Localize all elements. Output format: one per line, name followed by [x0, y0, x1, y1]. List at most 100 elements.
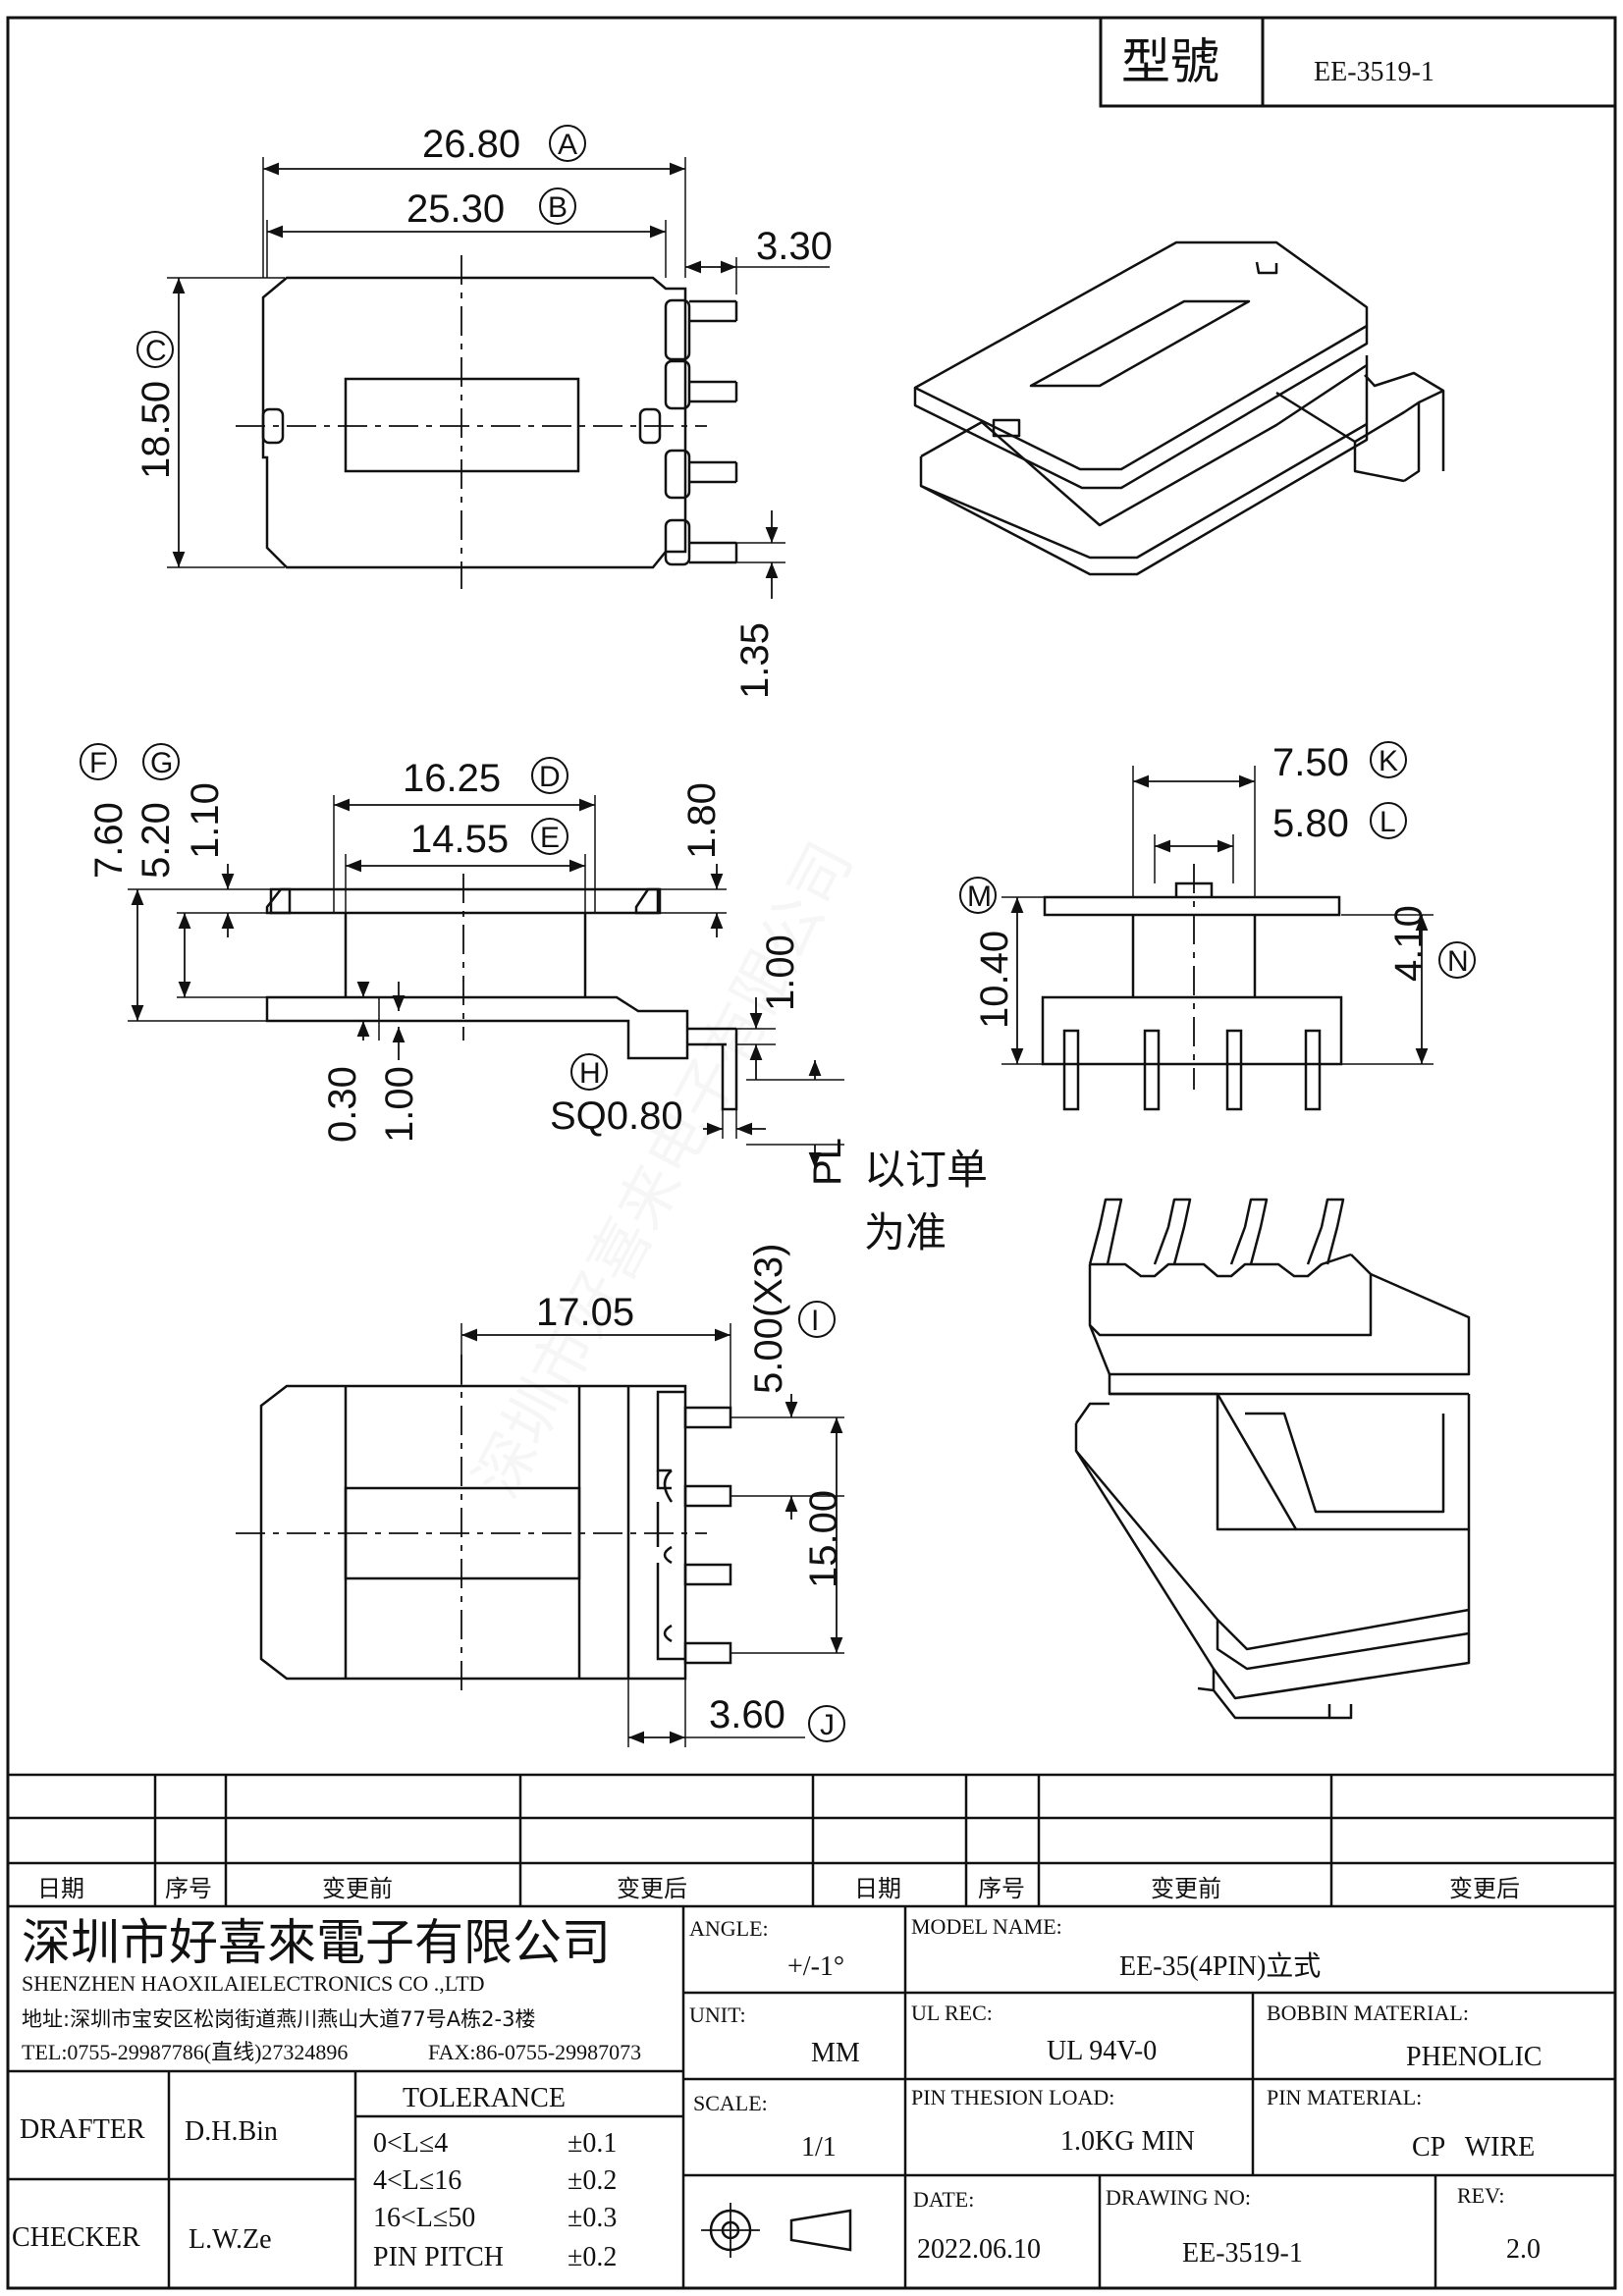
unit-value: MM	[811, 2038, 860, 2068]
dim-B-circle: B	[548, 191, 568, 224]
top-view	[167, 157, 830, 599]
dim-1-10: 1.10	[184, 782, 227, 859]
model-name-label: MODEL NAME:	[911, 1914, 1062, 1939]
company-tel: TEL:0755-29987786(直线)27324896	[22, 2040, 348, 2064]
drawing-no-value: EE-3519-1	[1182, 2238, 1303, 2269]
pl-note-1: 以订单	[864, 1146, 988, 1194]
dim-1-35: 1.35	[733, 622, 777, 699]
dim-M-circle: M	[967, 881, 992, 913]
dim-PL: PL	[806, 1138, 849, 1186]
dim-pin-length-top: 3.30	[756, 225, 833, 268]
drafter-value: D.H.Bin	[185, 2116, 278, 2147]
dim-I-circle: I	[811, 1305, 819, 1337]
dim-J-circle: J	[820, 1709, 835, 1741]
rev-header-seq-2: 序号	[978, 1875, 1025, 1902]
iso-view-bottom	[1074, 1198, 1471, 1720]
front-view	[128, 795, 844, 1168]
dim-17-05: 17.05	[536, 1291, 634, 1334]
dim-15-00: 15.00	[802, 1490, 845, 1588]
dim-C-circle: C	[145, 335, 167, 367]
rev-header-date-2: 日期	[854, 1875, 901, 1902]
company-fax: FAX:86-0755-29987073	[428, 2040, 641, 2064]
company-name-en: SHENZHEN HAOXILAIELECTRONICS CO .,LTD	[22, 1971, 485, 1996]
dim-N: 4.10	[1387, 905, 1431, 982]
model-label: 型號	[1121, 33, 1219, 90]
checker-label: CHECKER	[12, 2222, 140, 2253]
dim-E: 14.55	[410, 818, 509, 861]
revision-table	[8, 1773, 1615, 1908]
dim-G-circle: G	[150, 747, 173, 779]
date-value: 2022.06.10	[917, 2234, 1041, 2265]
tolerance-value-3: ±0.3	[568, 2203, 617, 2233]
sheet-border	[6, 16, 1617, 2290]
tolerance-value-4: ±0.2	[568, 2242, 617, 2272]
pin-material-value: CP WIRE	[1412, 2132, 1535, 2163]
dim-F: 7.60	[87, 802, 131, 879]
dim-A: 26.80	[422, 123, 520, 166]
ul-label: UL REC:	[911, 2001, 993, 2025]
dim-D: 16.25	[403, 757, 501, 800]
dim-L: 5.80	[1272, 802, 1349, 845]
dim-1-00-a: 1.00	[759, 934, 802, 1011]
side-view	[1001, 766, 1434, 1111]
dim-A-circle: A	[558, 129, 577, 161]
drafter-label: DRAFTER	[20, 2114, 145, 2145]
scale-label: SCALE:	[693, 2091, 768, 2115]
title-block-grid	[8, 1906, 1615, 2288]
rev-header-before-2: 变更前	[1151, 1875, 1221, 1902]
dim-E-circle: E	[540, 822, 560, 854]
rev-header-after-2: 变更后	[1449, 1875, 1520, 1902]
tolerance-value-1: ±0.1	[568, 2128, 617, 2159]
bobbin-material-label: BOBBIN MATERIAL:	[1267, 2001, 1469, 2025]
scale-value: 1/1	[801, 2132, 837, 2163]
tolerance-range-2: 4<L≤16	[373, 2165, 461, 2196]
projection-symbol	[701, 2203, 852, 2258]
tolerance-title: TOLERANCE	[403, 2083, 566, 2113]
date-label: DATE:	[913, 2187, 974, 2212]
dim-K-circle: K	[1379, 745, 1398, 777]
dim-D-circle: D	[539, 761, 561, 793]
dim-C: 18.50	[135, 381, 178, 479]
rev-header-after-1: 变更后	[617, 1875, 687, 1902]
rev-header-before-1: 变更前	[322, 1875, 393, 1902]
dim-N-circle: N	[1447, 945, 1469, 978]
ul-value: UL 94V-0	[1047, 2036, 1157, 2066]
angle-value: +/-1°	[787, 1951, 844, 1982]
model-name-value: EE-35(4PIN)立式	[1119, 1950, 1321, 1982]
tolerance-range-1: 0<L≤4	[373, 2128, 448, 2159]
rev-header-seq-1: 序号	[165, 1875, 212, 1902]
company-name-cn: 深圳市好喜來電子有限公司	[22, 1914, 611, 1971]
tolerance-range-4: PIN PITCH	[373, 2242, 504, 2272]
drawing-no-label: DRAWING NO:	[1106, 2185, 1251, 2210]
dim-M: 10.40	[973, 931, 1016, 1029]
rev-header-date-1: 日期	[37, 1875, 84, 1902]
checker-value: L.W.Ze	[189, 2224, 272, 2255]
dim-1-00-b: 1.00	[378, 1066, 421, 1143]
dim-J: 3.60	[709, 1693, 785, 1736]
pin-material-label: PIN MATERIAL:	[1267, 2085, 1422, 2109]
pl-note-2: 为准	[864, 1208, 947, 1256]
dim-K: 7.50	[1272, 741, 1349, 784]
dim-I: 5.00(X3)	[747, 1244, 790, 1394]
dim-H-circle: H	[579, 1057, 601, 1090]
tolerance-value-2: ±0.2	[568, 2165, 617, 2196]
model-number: EE-3519-1	[1314, 57, 1434, 87]
pin-tension-label: PIN THESION LOAD:	[911, 2085, 1114, 2109]
model-header-box: 型號 EE-3519-1	[1099, 16, 1617, 108]
bobbin-material-value: PHENOLIC	[1406, 2042, 1542, 2072]
dim-G: 5.20	[135, 802, 178, 879]
iso-view-top	[913, 240, 1445, 576]
dim-B: 25.30	[406, 187, 505, 231]
company-address: 地址:深圳市宝安区松岗街道燕川燕山大道77号A栋2-3楼	[22, 2007, 535, 2031]
rev-label: REV:	[1457, 2183, 1504, 2208]
dim-0-30: 0.30	[321, 1066, 364, 1143]
angle-label: ANGLE:	[689, 1916, 769, 1941]
rev-value: 2.0	[1506, 2234, 1541, 2265]
unit-label: UNIT:	[689, 2002, 746, 2027]
dim-1-80: 1.80	[680, 782, 724, 859]
dim-L-circle: L	[1380, 806, 1396, 838]
bottom-view	[236, 1323, 844, 1747]
dim-F-circle: F	[89, 747, 107, 779]
pin-tension-value: 1.0KG MIN	[1060, 2126, 1195, 2157]
